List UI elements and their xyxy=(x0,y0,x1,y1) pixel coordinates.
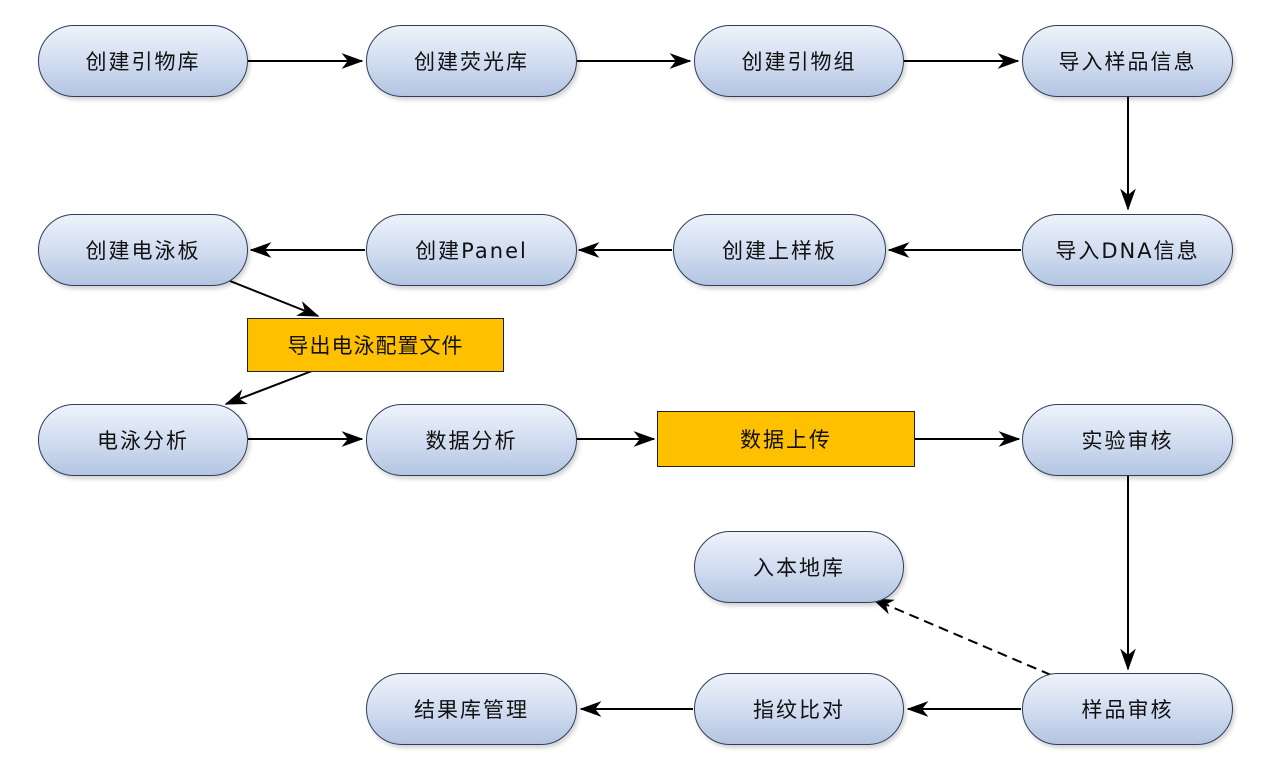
node-import-sample-info: 导入样品信息 xyxy=(1022,25,1233,97)
node-import-dna-info: 导入DNA信息 xyxy=(1022,214,1233,286)
node-create-panel: 创建Panel xyxy=(366,214,577,286)
node-result-library-management: 结果库管理 xyxy=(366,673,577,745)
node-local-library-entry: 入本地库 xyxy=(694,531,904,603)
node-data-analysis: 数据分析 xyxy=(366,404,577,476)
node-create-primer-group: 创建引物组 xyxy=(694,25,904,97)
node-data-upload: 数据上传 xyxy=(657,411,915,467)
node-label: 数据分析 xyxy=(425,429,518,453)
node-label: 导入样品信息 xyxy=(1058,50,1197,74)
node-label: 创建引物组 xyxy=(741,50,857,74)
node-create-fluorescence-library: 创建荧光库 xyxy=(366,25,577,97)
node-create-primer-library: 创建引物库 xyxy=(38,25,248,97)
node-label: 创建Panel xyxy=(415,239,528,263)
node-label: 结果库管理 xyxy=(414,698,529,722)
node-label: 入本地库 xyxy=(753,556,845,580)
node-label: 电泳分析 xyxy=(97,429,189,453)
node-label: 实验审核 xyxy=(1081,429,1174,453)
arrow-ep-plate-to-export-config xyxy=(229,280,320,317)
node-electrophoresis-analysis: 电泳分析 xyxy=(38,404,248,476)
node-label: 样品审核 xyxy=(1081,698,1174,722)
node-label: 创建上样板 xyxy=(722,239,837,263)
arrow-sample-review-to-local-lib xyxy=(871,598,1052,676)
node-sample-review: 样品审核 xyxy=(1022,673,1233,745)
node-label: 创建荧光库 xyxy=(414,50,529,74)
node-label: 指纹比对 xyxy=(753,698,845,722)
node-create-electrophoresis-plate: 创建电泳板 xyxy=(38,214,248,286)
node-experiment-review: 实验审核 xyxy=(1022,404,1233,476)
node-label: 创建电泳板 xyxy=(85,239,201,263)
node-label: 数据上传 xyxy=(740,428,832,452)
node-export-electrophoresis-config: 导出电泳配置文件 xyxy=(247,318,504,372)
node-label: 导入DNA信息 xyxy=(1055,239,1200,263)
node-label: 创建引物库 xyxy=(85,50,201,74)
node-label: 导出电泳配置文件 xyxy=(287,334,464,358)
node-create-loading-plate: 创建上样板 xyxy=(673,214,886,286)
arrow-export-config-to-ep-analysis xyxy=(224,370,313,405)
node-fingerprint-comparison: 指纹比对 xyxy=(694,673,904,745)
